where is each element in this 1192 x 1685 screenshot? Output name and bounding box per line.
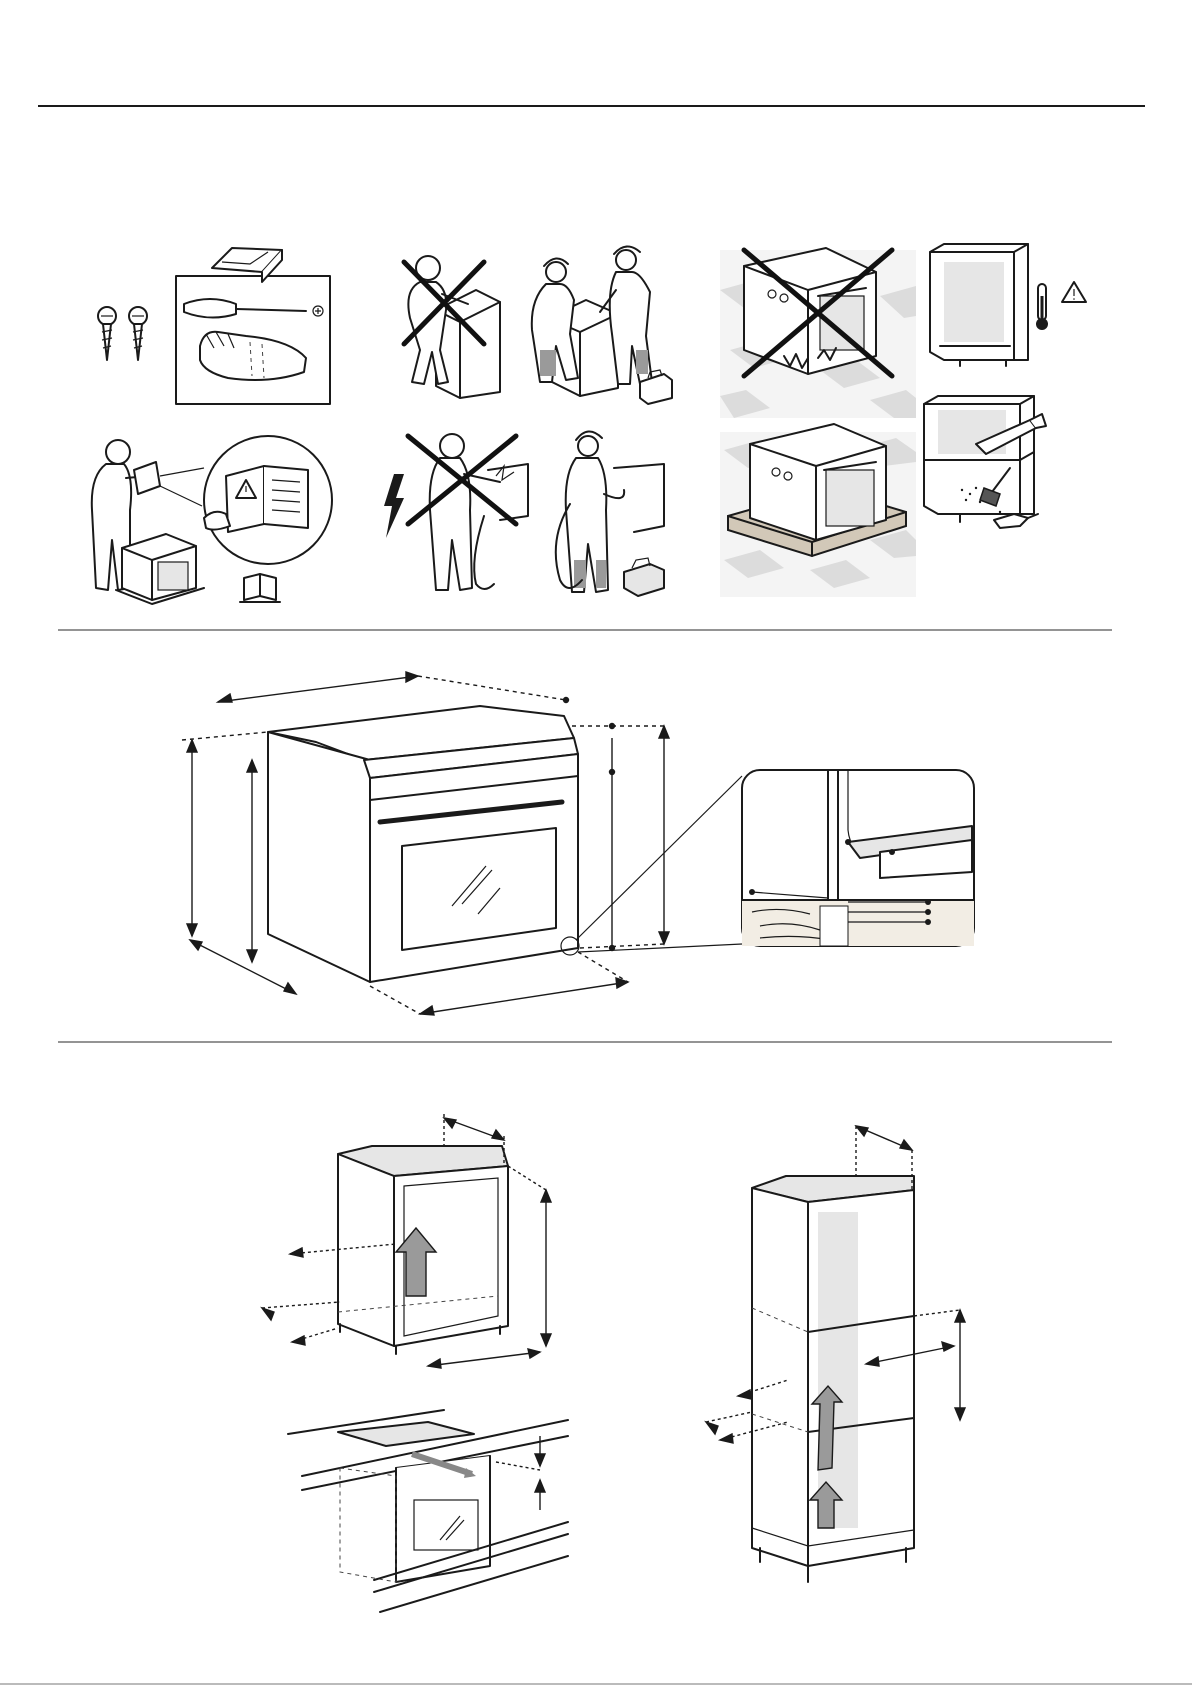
book-icon [240, 574, 280, 602]
screw-icon [129, 307, 147, 360]
screw-icon [98, 307, 116, 360]
lift-right-panel [532, 246, 672, 404]
worker-icon [566, 431, 608, 592]
lift-wrong-panel [404, 256, 500, 398]
base-cabinet-icon [338, 1146, 508, 1354]
safety-section [92, 244, 1086, 604]
cabinet-heat-panel [930, 244, 1086, 366]
cabinet-clean-panel [924, 396, 1046, 528]
dustpan-icon [994, 514, 1038, 528]
floor-right-panel [720, 424, 916, 597]
worker-icon [532, 258, 578, 382]
lightning-icon [384, 474, 404, 538]
cable-icon [474, 516, 494, 589]
warning-triangle-icon [1062, 282, 1086, 302]
read-manual-panel [92, 436, 332, 604]
toolbox-icon [624, 558, 664, 596]
oven-box-icon [750, 424, 886, 540]
cabinet-icon [930, 244, 1028, 366]
cabinet-icon [924, 396, 1034, 522]
thermometer-icon [1036, 284, 1048, 330]
manual-icon [134, 462, 160, 494]
tools-panel [98, 248, 330, 404]
detail-magnifier-icon [561, 770, 974, 955]
hob-icon [288, 1410, 568, 1612]
oven-icon [268, 706, 578, 982]
tall-cabinet-icon [752, 1176, 914, 1582]
floor-wrong-panel [720, 248, 916, 418]
dimensions-section [182, 672, 974, 1015]
electric-wrong-panel [384, 434, 528, 590]
electric-right-panel [556, 431, 664, 596]
cabinets-section [262, 1114, 965, 1612]
